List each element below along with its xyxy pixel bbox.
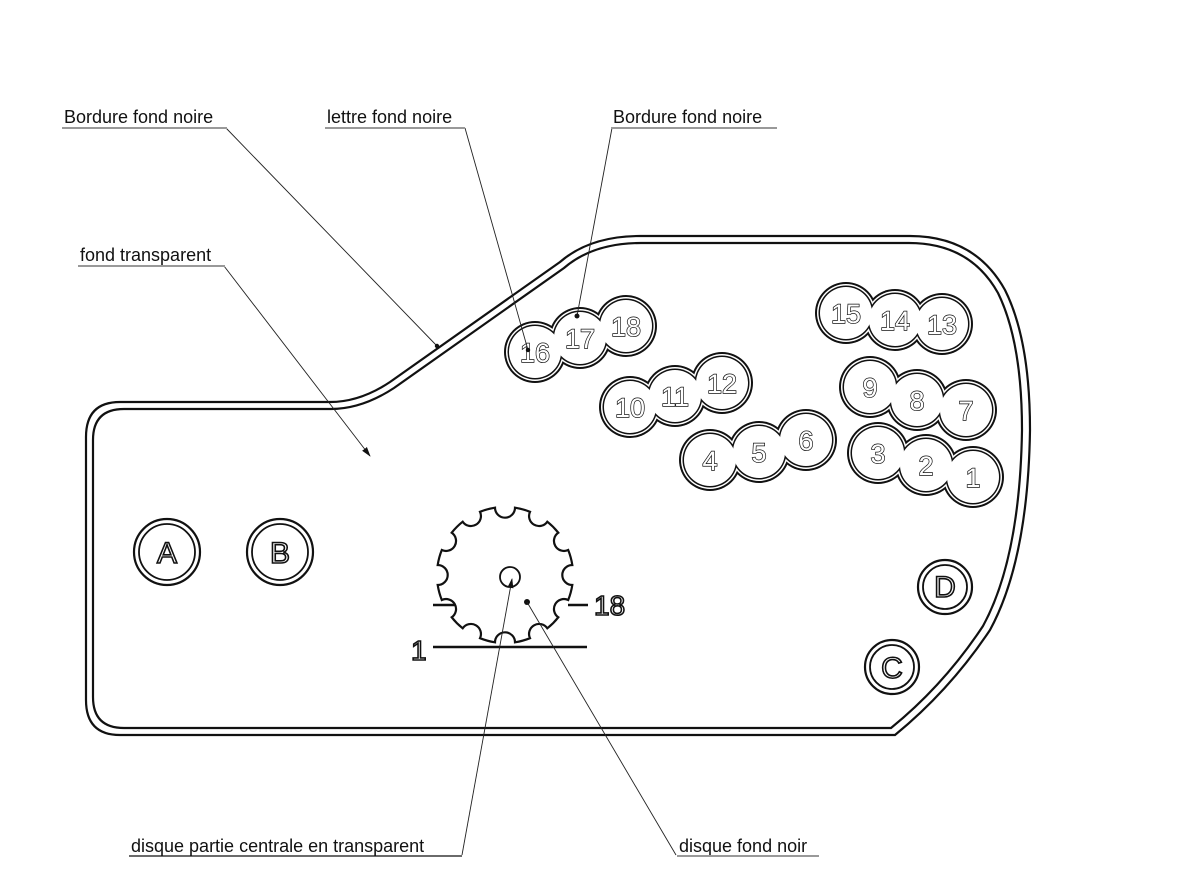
- hole-group-4-6: 4 5 6: [679, 409, 837, 491]
- hole-number: 13: [927, 310, 957, 340]
- hole-number: 11: [661, 382, 689, 412]
- callout-bordure-left-text: Bordure fond noire: [64, 107, 213, 127]
- leader-lines: [223, 127, 677, 856]
- hole-number: 8: [909, 386, 924, 416]
- hole-outline: [554, 312, 606, 364]
- callout-disque-centre-text: disque partie centrale en transparent: [131, 836, 424, 856]
- hole-number: 2: [918, 451, 933, 481]
- hole-outline: [844, 361, 896, 413]
- hole-outline: [869, 294, 921, 346]
- hole-groups: 16 17 18 10 11 12 4 5 6 15 14 13 9 8 7 3 2 1: [504, 282, 1004, 508]
- callout-lettre: lettre fond noire: [325, 107, 465, 129]
- disk-scalloped-edge: [436, 506, 574, 644]
- hole-outline: [733, 426, 785, 478]
- button-a-label: A: [157, 537, 177, 570]
- hole-number: 6: [798, 426, 813, 456]
- button-c: C: [863, 638, 921, 696]
- callout-disque-noir-text: disque fond noir: [679, 836, 807, 856]
- hole-number: 17: [565, 324, 595, 354]
- callout-disque-noir: disque fond noir: [677, 836, 819, 857]
- hole-outline: [891, 374, 943, 426]
- hole-group-13-15: 15 14 13: [815, 282, 973, 355]
- hole-outline: [604, 381, 656, 433]
- hole-number: 1: [965, 463, 980, 493]
- hole-group-10-12: 10 11 12: [599, 352, 753, 438]
- callout-lettre-text: lettre fond noire: [327, 107, 452, 127]
- hole-number: 3: [870, 439, 885, 469]
- hole-number: 14: [880, 306, 910, 336]
- callout-disque-centre: disque partie centrale en transparent: [129, 836, 462, 857]
- button-b-label: B: [270, 537, 290, 570]
- callout-fond-text: fond transparent: [80, 245, 211, 265]
- button-a: A: [132, 517, 202, 587]
- hole-group-7-9: 9 8 7: [839, 356, 997, 441]
- callout-bordure-left: Bordure fond noire: [62, 107, 227, 129]
- hole-number: 12: [707, 369, 737, 399]
- hole-number: 4: [702, 446, 717, 476]
- hole-outline: [940, 384, 992, 436]
- disk-end-label: 18: [594, 590, 625, 621]
- disk-center-hole: [499, 566, 521, 588]
- hole-number: 15: [831, 299, 861, 329]
- hole-number: 10: [615, 393, 645, 423]
- hole-outline: [649, 370, 701, 422]
- hole-outline: [509, 326, 561, 378]
- hole-number: 9: [862, 373, 877, 403]
- hole-outline: [947, 451, 999, 503]
- hole-group-16-18: 16 17 18: [504, 295, 657, 383]
- hole-outline: [852, 427, 904, 479]
- hole-number: 16: [520, 338, 550, 368]
- callout-bordure-right-text: Bordure fond noire: [613, 107, 762, 127]
- hole-number: 18: [611, 312, 641, 342]
- callout-bordure-right: Bordure fond noire: [611, 107, 777, 129]
- hole-group-1-3: 3 2 1: [847, 422, 1004, 508]
- button-b: B: [245, 517, 315, 587]
- button-d-label: D: [934, 571, 956, 604]
- hole-number: 7: [958, 396, 973, 426]
- hole-outline: [684, 434, 736, 486]
- hole-outline: [600, 300, 652, 352]
- hole-outline: [696, 357, 748, 409]
- disk-start-label: 1: [411, 635, 427, 666]
- callout-fond: fond transparent: [78, 245, 225, 267]
- button-c-label: C: [881, 652, 903, 685]
- hole-outline: [780, 414, 832, 466]
- hole-number: 5: [751, 438, 766, 468]
- hole-outline: [820, 287, 872, 339]
- hole-outline: [916, 298, 968, 350]
- panel-outline: [84, 234, 1032, 737]
- selector-disk: 1 18: [410, 506, 626, 667]
- hole-outline: [900, 439, 952, 491]
- button-d: D: [916, 558, 974, 616]
